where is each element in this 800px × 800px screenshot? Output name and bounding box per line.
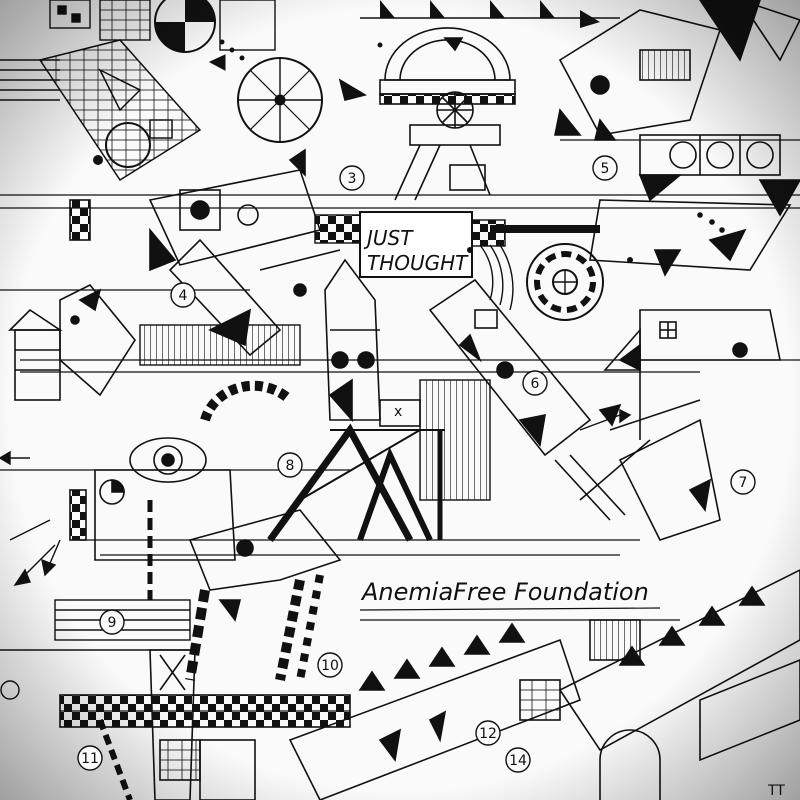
number-circle: [77, 745, 103, 771]
number-circle: [277, 452, 303, 478]
panel-number: 10: [321, 658, 339, 674]
foundation-caption: AnemiaFree Foundation: [360, 578, 649, 606]
number-circle: [522, 370, 548, 396]
panel-number: 9: [108, 615, 117, 631]
panel-number: 3: [348, 171, 357, 187]
cell-marker: x: [394, 404, 402, 420]
panel-number: 11: [81, 751, 99, 767]
number-circle: [99, 609, 125, 635]
number-circle: [505, 747, 531, 773]
number-circle: [339, 165, 365, 191]
number-circle: [592, 155, 618, 181]
panel-number: 14: [509, 753, 527, 769]
sign-text-line1: JUST: [363, 226, 414, 250]
panel-number: 5: [601, 161, 610, 177]
panel-number: 6: [531, 376, 540, 392]
corner-mark: TT: [767, 783, 785, 799]
number-circle: [317, 652, 343, 678]
panel-number: 4: [179, 288, 188, 304]
panel-numbers: 3 4 5 6 7 8 9 10 11 12 14: [77, 155, 756, 773]
number-circle: [730, 469, 756, 495]
panel-number: 12: [479, 726, 497, 742]
sign-text-line2: THOUGHT: [367, 251, 469, 275]
number-circle: [170, 282, 196, 308]
panel-number: 7: [739, 475, 748, 491]
number-circle: [475, 720, 501, 746]
panel-number: 8: [286, 458, 295, 474]
